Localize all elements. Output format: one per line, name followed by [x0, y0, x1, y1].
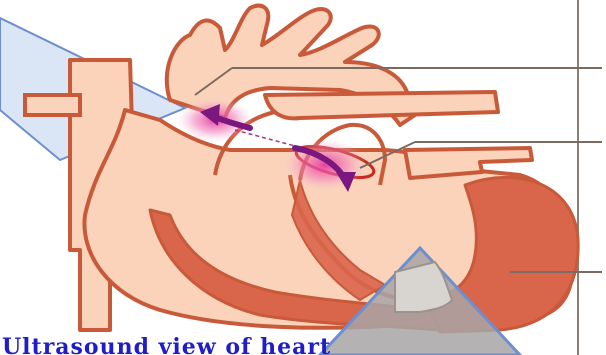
pulmonary-vein-left [25, 95, 80, 115]
pulmonary-artery-right [265, 92, 498, 118]
caption-text: Ultrasound view of heart [2, 335, 522, 355]
